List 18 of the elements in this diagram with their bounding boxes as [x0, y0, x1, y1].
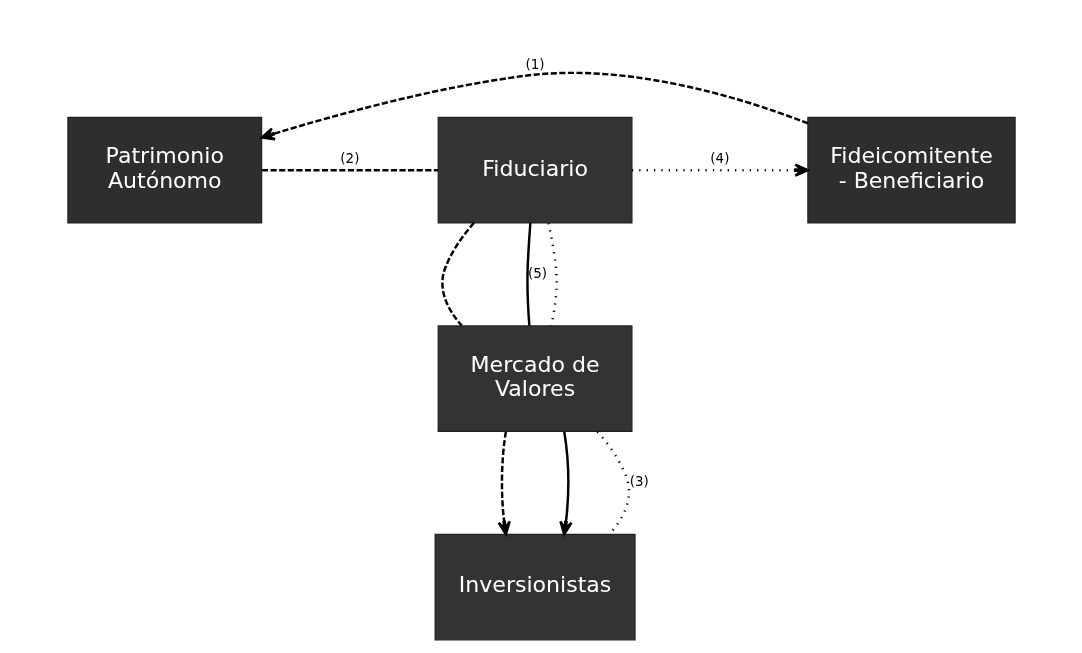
- edge-label: (3): [629, 473, 649, 490]
- edge-label: (2): [339, 149, 359, 166]
- node-box: Mercado de Valores: [437, 325, 633, 432]
- connector: [440, 222, 475, 327]
- arrow: [260, 71, 808, 141]
- node-box: Fideicomitente - Beneficiario: [806, 116, 1016, 224]
- arrow: [497, 431, 511, 536]
- connector: [546, 222, 558, 326]
- edge-label: (5): [527, 264, 547, 281]
- edge-label: (4): [709, 149, 729, 166]
- connector: [525, 222, 532, 326]
- arrow: [558, 431, 573, 536]
- arrow: [631, 163, 809, 177]
- node-box: Inversionistas: [434, 533, 636, 641]
- connector: [261, 168, 438, 172]
- node-box: Fiduciario: [437, 116, 633, 224]
- edge-label: (1): [525, 56, 545, 73]
- node-box: Patrimonio Autónomo: [66, 116, 262, 224]
